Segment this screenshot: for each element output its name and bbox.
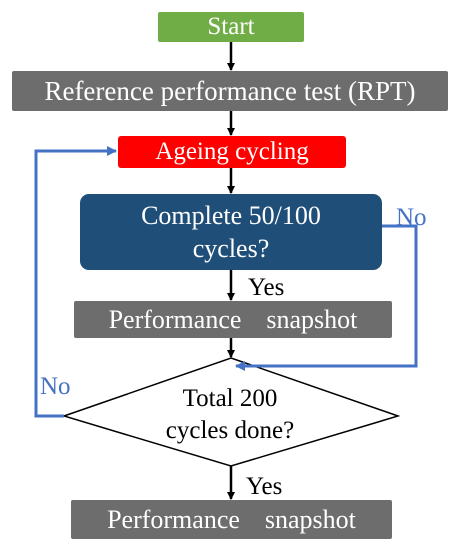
snapshot-1-label: Performance snapshot [108, 304, 358, 334]
start-label: Start [207, 13, 255, 40]
edge-label-yes-2: Yes [246, 473, 283, 500]
snapshot-node-2: Performance snapshot [71, 500, 392, 539]
loop-arrow-no-complete [235, 224, 418, 371]
edge-label-no-1: No [396, 204, 427, 231]
snapshot-2-label: Performance snapshot [107, 504, 356, 534]
total-label-line1: Total 200 [182, 385, 278, 412]
decision-diamond-total [61, 357, 401, 467]
edge-label-no-2: No [40, 373, 71, 400]
total-label-line2: cycles done? [165, 417, 295, 444]
loop-arrow-no-total [34, 146, 117, 418]
total-cycles-decision-text: Total 200 cycles done? [150, 383, 310, 447]
snapshot-node-1: Performance snapshot [74, 301, 392, 338]
complete-label-line2: cycles? [192, 234, 270, 263]
ageing-label: Ageing cycling [155, 138, 309, 165]
complete-cycles-decision: Complete 50/100 cycles? [80, 194, 382, 270]
complete-label-line1: Complete 50/100 [141, 201, 321, 230]
edge-label-yes-1: Yes [248, 274, 285, 301]
rpt-node: Reference performance test (RPT) [12, 71, 448, 111]
ageing-node: Ageing cycling [118, 136, 346, 168]
start-node: Start [158, 12, 304, 42]
rpt-label: Reference performance test (RPT) [44, 75, 416, 106]
